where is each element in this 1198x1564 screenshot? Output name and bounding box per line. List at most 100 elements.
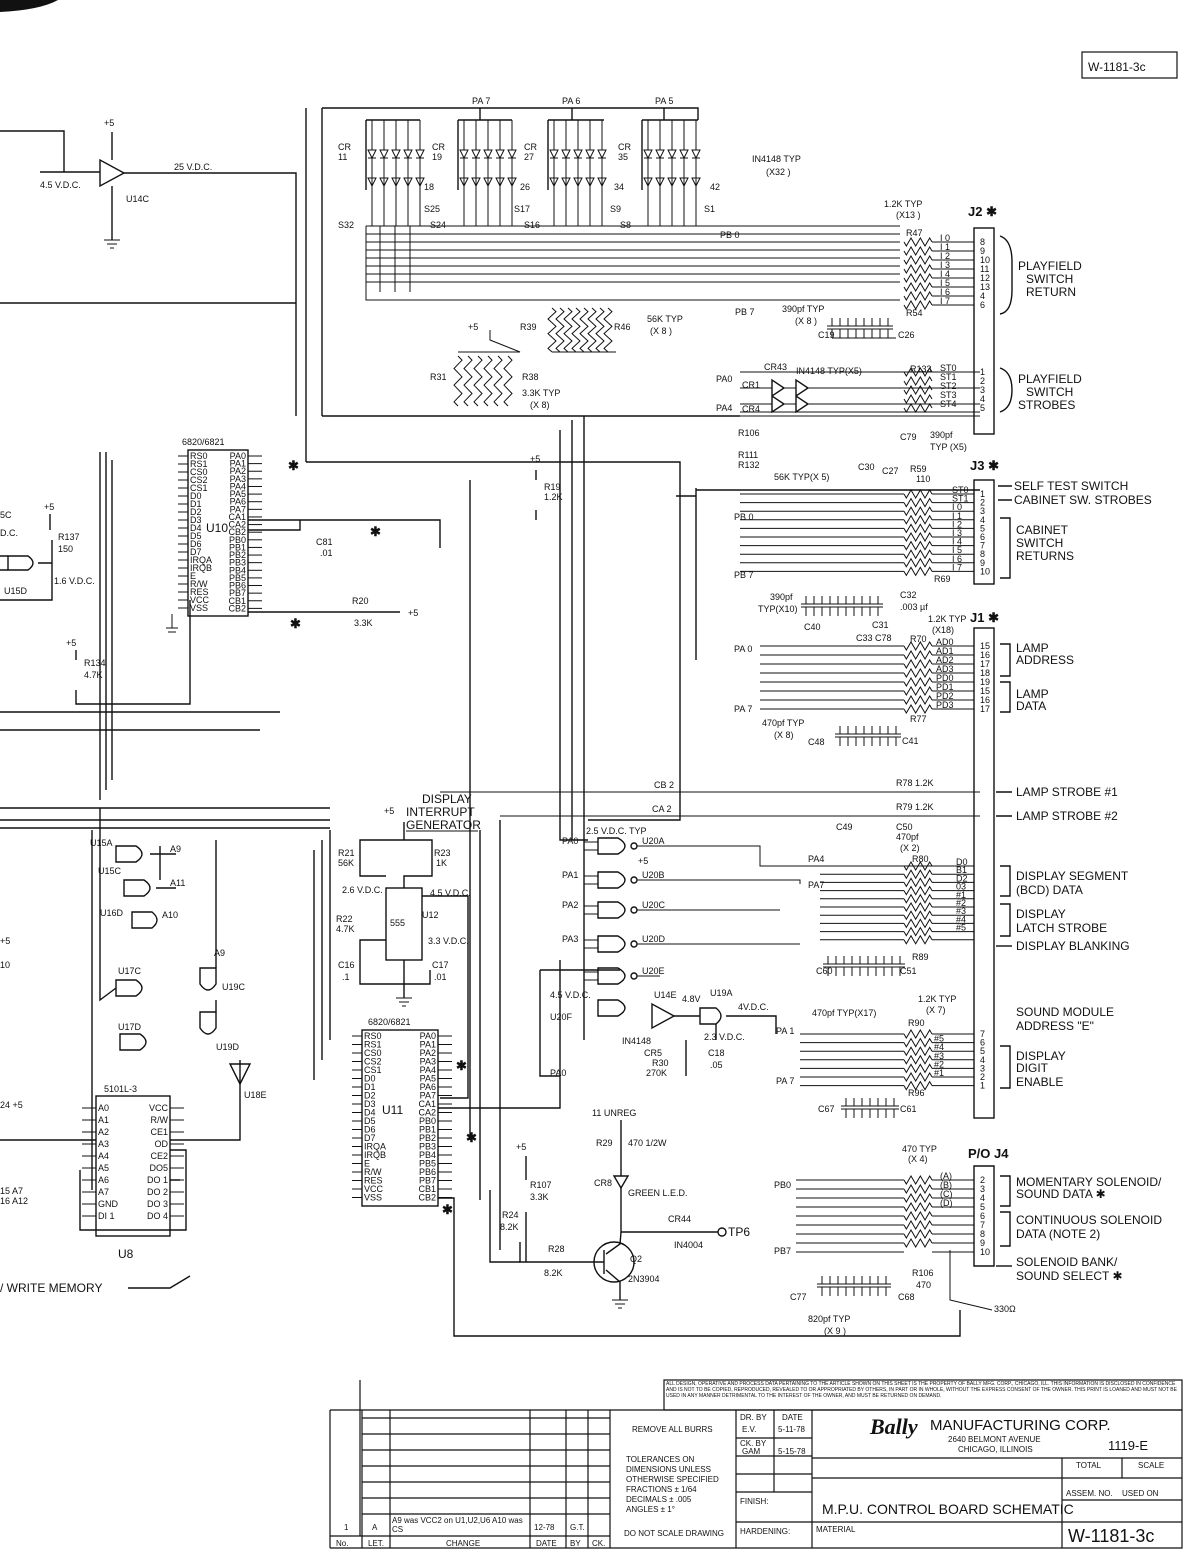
resistor (595, 307, 605, 353)
j2-signal: I 5 (940, 278, 950, 288)
resistor (903, 893, 933, 904)
capacitor (881, 1098, 891, 1118)
u17d-label: U17D (118, 1022, 142, 1032)
material-label: MATERIAL (816, 1525, 856, 1534)
svg-text:1.2K: 1.2K (544, 492, 563, 502)
resistor (903, 918, 933, 929)
j2-pin: 9 (980, 246, 985, 256)
resistor (903, 403, 933, 413)
r23-val: 1K (436, 858, 447, 868)
resistor (903, 668, 933, 678)
svg-text:PB7: PB7 (774, 1246, 791, 1256)
u8-label: U8 (118, 1247, 134, 1261)
capacitor (817, 1276, 827, 1296)
pin-right: PB0 (419, 1116, 436, 1126)
pin-left: D3 (190, 515, 202, 525)
r38-label: R38 (522, 372, 539, 382)
j1-ref: J1 ✱ (970, 610, 999, 625)
diode (667, 149, 677, 160)
r134-val: 4.7K (84, 670, 103, 680)
pin-left: IRQA (190, 555, 212, 565)
model-number: 1119-E (1108, 1438, 1148, 1453)
cr-label: 27 (524, 152, 534, 162)
unreg-label: 11 UNREG (592, 1108, 636, 1118)
capacitor (889, 1098, 899, 1118)
capacitor (823, 956, 833, 976)
resistor (903, 704, 933, 714)
u20f-label: U20F (550, 1012, 573, 1022)
resistor (587, 307, 597, 353)
total-label: TOTAL (1076, 1461, 1102, 1470)
pin-right: PA5 (420, 1074, 436, 1084)
pin-right: PA7 (420, 1091, 436, 1101)
pia-u11: 6820/6821 U11 RS0RS1CS0CS2CS1D0D1D2D3D4D… (313, 830, 961, 1337)
j3-pin: 6 (980, 532, 985, 542)
resistor (903, 557, 933, 568)
misc-wire-1 (306, 461, 681, 821)
remove-burrs: REMOVE ALL BURRS (632, 1425, 713, 1434)
j1-disp-signal: 03 (956, 882, 966, 892)
digit-line-2: DIGIT (1016, 1061, 1049, 1075)
pin-right: PA3 (230, 474, 246, 484)
col-change: CHANGE (446, 1539, 480, 1548)
svg-text:✱: ✱ (288, 458, 299, 473)
svg-text:D.C.: D.C. (0, 528, 18, 538)
j1-digit-pin: 6 (980, 1038, 985, 1048)
nand-gate (597, 871, 626, 889)
diode (415, 177, 425, 188)
r22-label: R22 (336, 914, 353, 924)
capacitor (883, 726, 893, 746)
u14c-supply: +5 (104, 118, 114, 128)
diode (597, 177, 607, 188)
cr-label: 42 (710, 182, 720, 192)
svg-text:CR1: CR1 (742, 380, 760, 390)
j3-returns-1: CABINET (1016, 523, 1069, 537)
capacitor (849, 1276, 859, 1296)
cap390-label: 390pf TYP (782, 304, 824, 314)
rev-date: 12-78 (534, 1523, 555, 1532)
j2-signal: I 6 (940, 287, 950, 297)
svg-text:(X 7): (X 7) (926, 1005, 946, 1015)
resistor (903, 497, 933, 508)
pin-right: PA2 (230, 466, 246, 476)
address-2: CHICAGO, ILLINOIS (958, 1445, 1033, 1454)
drawing-title: M.P.U. CONTROL BOARD SCHEMATIC (822, 1501, 1074, 1517)
svg-text:+5: +5 (516, 1142, 526, 1152)
bank-line-2: SOUND SELECT ✱ (1016, 1269, 1123, 1283)
sound-line-2: ADDRESS "E" (1016, 1019, 1094, 1033)
lamp-data-1: LAMP (1016, 687, 1049, 701)
j4-pin: 2 (980, 1175, 985, 1185)
finish-label: FINISH: (740, 1497, 768, 1506)
resistor (903, 549, 933, 560)
capacitor (873, 1098, 883, 1118)
pin-left: CS0 (190, 467, 208, 477)
j2-pin: 12 (980, 273, 990, 283)
c81-val: .01 (320, 548, 333, 558)
j2-signal: I 1 (940, 242, 950, 252)
j4-signal: (D) (940, 1198, 953, 1208)
r29-val: 470 1/2W (628, 1138, 667, 1148)
gate-lead (584, 875, 660, 885)
pin-left: RS1 (190, 459, 208, 469)
cr-label: 19 (432, 152, 442, 162)
resistor (903, 1238, 933, 1248)
u8-pin: DO 4 (147, 1211, 168, 1221)
gate-output (660, 845, 974, 945)
u12-ref: U12 (422, 910, 439, 920)
svg-text:A9: A9 (170, 844, 181, 854)
diode (597, 149, 607, 160)
j3-signal: I 7 (952, 562, 962, 572)
j3-signal: I 6 (952, 554, 962, 564)
j3-returns-2: SWITCH (1016, 536, 1063, 550)
r31-label: R31 (430, 372, 447, 382)
svg-text:PA0: PA0 (550, 1068, 566, 1078)
j2-label-3: RETURN (1026, 285, 1076, 299)
svg-text:(X 2): (X 2) (900, 843, 920, 853)
svg-text:+5: +5 (66, 638, 76, 648)
diode (549, 149, 559, 160)
j2-strobe-pin: 1 (980, 367, 985, 377)
u8-pin: R/W (151, 1115, 169, 1125)
svg-text:R70: R70 (910, 634, 927, 644)
sound-line-1: SOUND MODULE (1016, 1005, 1114, 1019)
diode (403, 149, 413, 160)
